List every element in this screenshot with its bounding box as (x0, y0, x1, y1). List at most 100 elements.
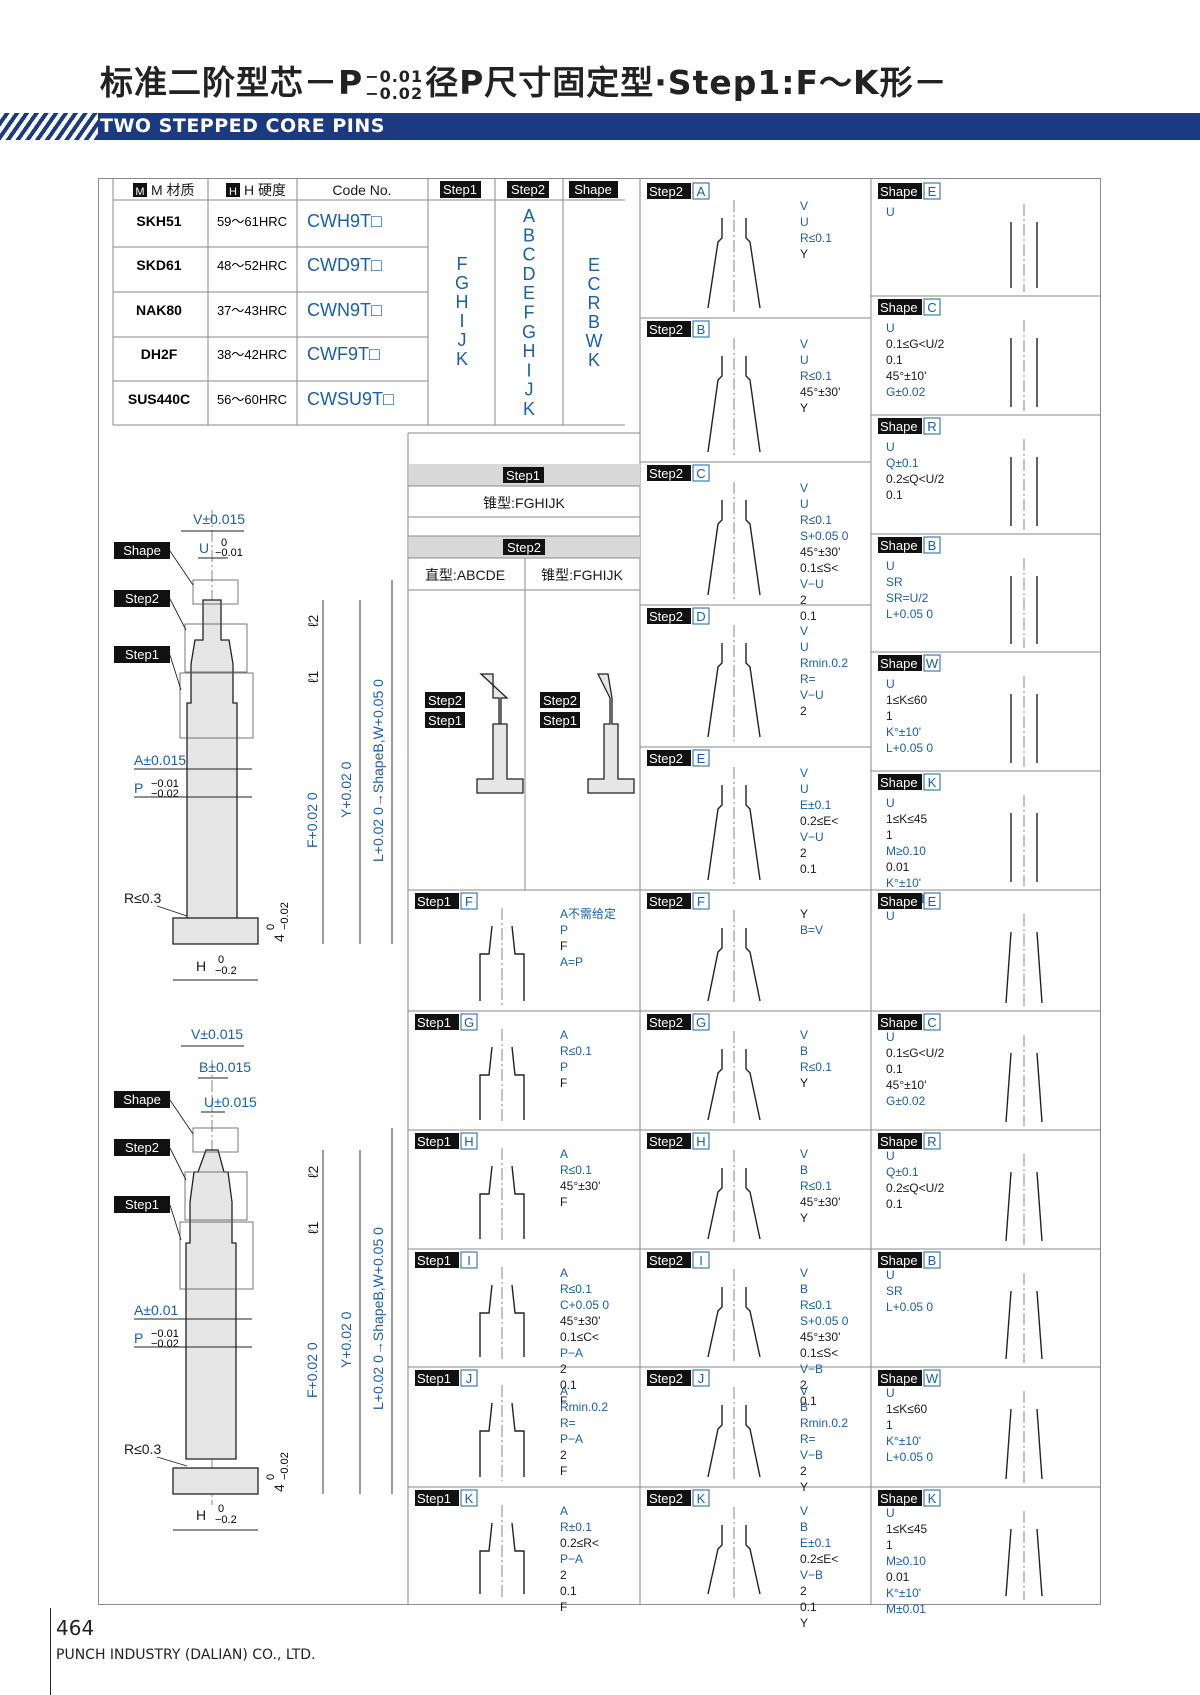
legend-taper-step1: Step1 (543, 713, 577, 728)
cell-code-box (923, 892, 941, 910)
cell-code-box (460, 892, 478, 910)
cell-tag: Shape (880, 184, 918, 199)
cell-pin-outline (707, 218, 761, 309)
cell-note: Y (800, 1076, 808, 1090)
cell-code: I (699, 1253, 703, 1268)
cell-pin-outline (479, 1402, 525, 1477)
step1-letter: F (457, 254, 468, 274)
legend-step2-tag: Step2 (507, 540, 541, 555)
title-bar-stripes (0, 113, 98, 140)
cell-tag-bg (878, 774, 922, 790)
cell-tag-bg (878, 1252, 922, 1268)
cell-note: R= (800, 672, 816, 686)
cell-code: B (928, 538, 937, 553)
hardness-cell: 59～61HRC (217, 214, 287, 229)
pin1-dim-P-tol-u: −0.01 (151, 778, 179, 790)
pin1-dim-U-tol-u: 0 (221, 537, 227, 549)
cell-tag-bg (415, 1490, 459, 1506)
cell-note: U (886, 677, 895, 691)
svg-text:M: M (135, 186, 144, 198)
cell-note: A (560, 1384, 568, 1398)
legend-step2-taper: 锥型:FGHIJK (541, 567, 623, 583)
cell-code: F (465, 894, 473, 909)
step2-letter: D (523, 264, 536, 284)
cell-code: E (928, 184, 937, 199)
material-icon (133, 183, 147, 197)
cell-tag: Step1 (417, 1371, 451, 1386)
cell-note: M≥0.10 (886, 1554, 926, 1568)
title-tol-lower: −0.02 (365, 83, 424, 103)
cell-note: S+0.05 0 (800, 1314, 849, 1328)
cell-note: 0.1≤S< (800, 561, 838, 575)
cell-note: 0.1 (560, 1584, 577, 1598)
cell-note: P−A (560, 1552, 583, 1566)
cell-code-box (923, 654, 941, 672)
hdr-step2: Step2 (511, 182, 545, 197)
pin1-tag-shape: Shape (123, 543, 161, 558)
cell-pin-outline (1005, 1528, 1043, 1597)
cell-note: R= (560, 1416, 576, 1430)
pin1-dim-l2: ℓ2 (305, 614, 321, 627)
pin2-dim-B: B±0.015 (199, 1059, 251, 1075)
cell-note: U (886, 440, 895, 454)
cell-note: B (800, 1044, 808, 1058)
cell-code-box (692, 1489, 710, 1507)
cell-note: 45°±10' (886, 1078, 926, 1092)
cell-note: V−U (800, 830, 824, 844)
cell-note: 0.2≤E< (800, 1552, 838, 1566)
title-rest: 径P尺寸固定型·Step1:F～K形－ (425, 63, 948, 102)
shape-letter: K (588, 350, 600, 370)
cell-note: V (800, 337, 808, 351)
cell-note: V (800, 199, 808, 213)
material-cell: SKH51 (136, 213, 181, 229)
cell-tag-bg (878, 299, 922, 315)
cell-note: U (886, 909, 895, 923)
step2-letter: G (522, 322, 536, 342)
cell-tag: Shape (880, 894, 918, 909)
cell-pin-outline (707, 1168, 761, 1240)
code-cell: CWF9T□ (307, 344, 380, 364)
cell-tag-bg (647, 1133, 691, 1149)
cell-note: V−B (800, 1568, 823, 1582)
pin1-dim-U-tol-l: −0.01 (215, 547, 243, 559)
cell-note: A=P (560, 955, 583, 969)
cell-code-box (923, 1489, 941, 1507)
pin2-tag-step2: Step2 (125, 1140, 159, 1155)
cell-code-box (923, 536, 941, 554)
cell-note: 1 (886, 828, 893, 842)
material-cell: DH2F (141, 346, 178, 362)
cell-code-box (460, 1251, 478, 1269)
step-legend: Step1 锥型:FGHIJK Step2 直型:ABCDE 锥型:FGHIJK… (408, 464, 640, 890)
cell-note: L+0.05 0 (886, 1300, 933, 1314)
cell-note: 2 (800, 593, 807, 607)
shape-letter: W (586, 331, 603, 351)
cell-code-box (460, 1369, 478, 1387)
cell-note: Y (800, 907, 808, 921)
cell-note: K°±10' (886, 1586, 921, 1600)
step2-letter: B (523, 225, 535, 245)
cell-note: 0.1 (800, 609, 817, 623)
pin2-dim-H-tol-l: −0.2 (215, 1514, 237, 1526)
step1-letter: I (459, 311, 464, 331)
cell-tag-bg (647, 1370, 691, 1386)
cell-code-box (923, 417, 941, 435)
cell-code-box (923, 1132, 941, 1150)
cell-tag-bg (878, 655, 922, 671)
cell-note: 0.1 (886, 488, 903, 502)
cell-code-box (923, 298, 941, 316)
cell-note: 1≤K≤60 (886, 693, 928, 707)
cell-note: 0.1 (800, 1394, 817, 1408)
cell-tag: Step2 (649, 184, 683, 199)
cell-note: 45°±30' (560, 1314, 600, 1328)
